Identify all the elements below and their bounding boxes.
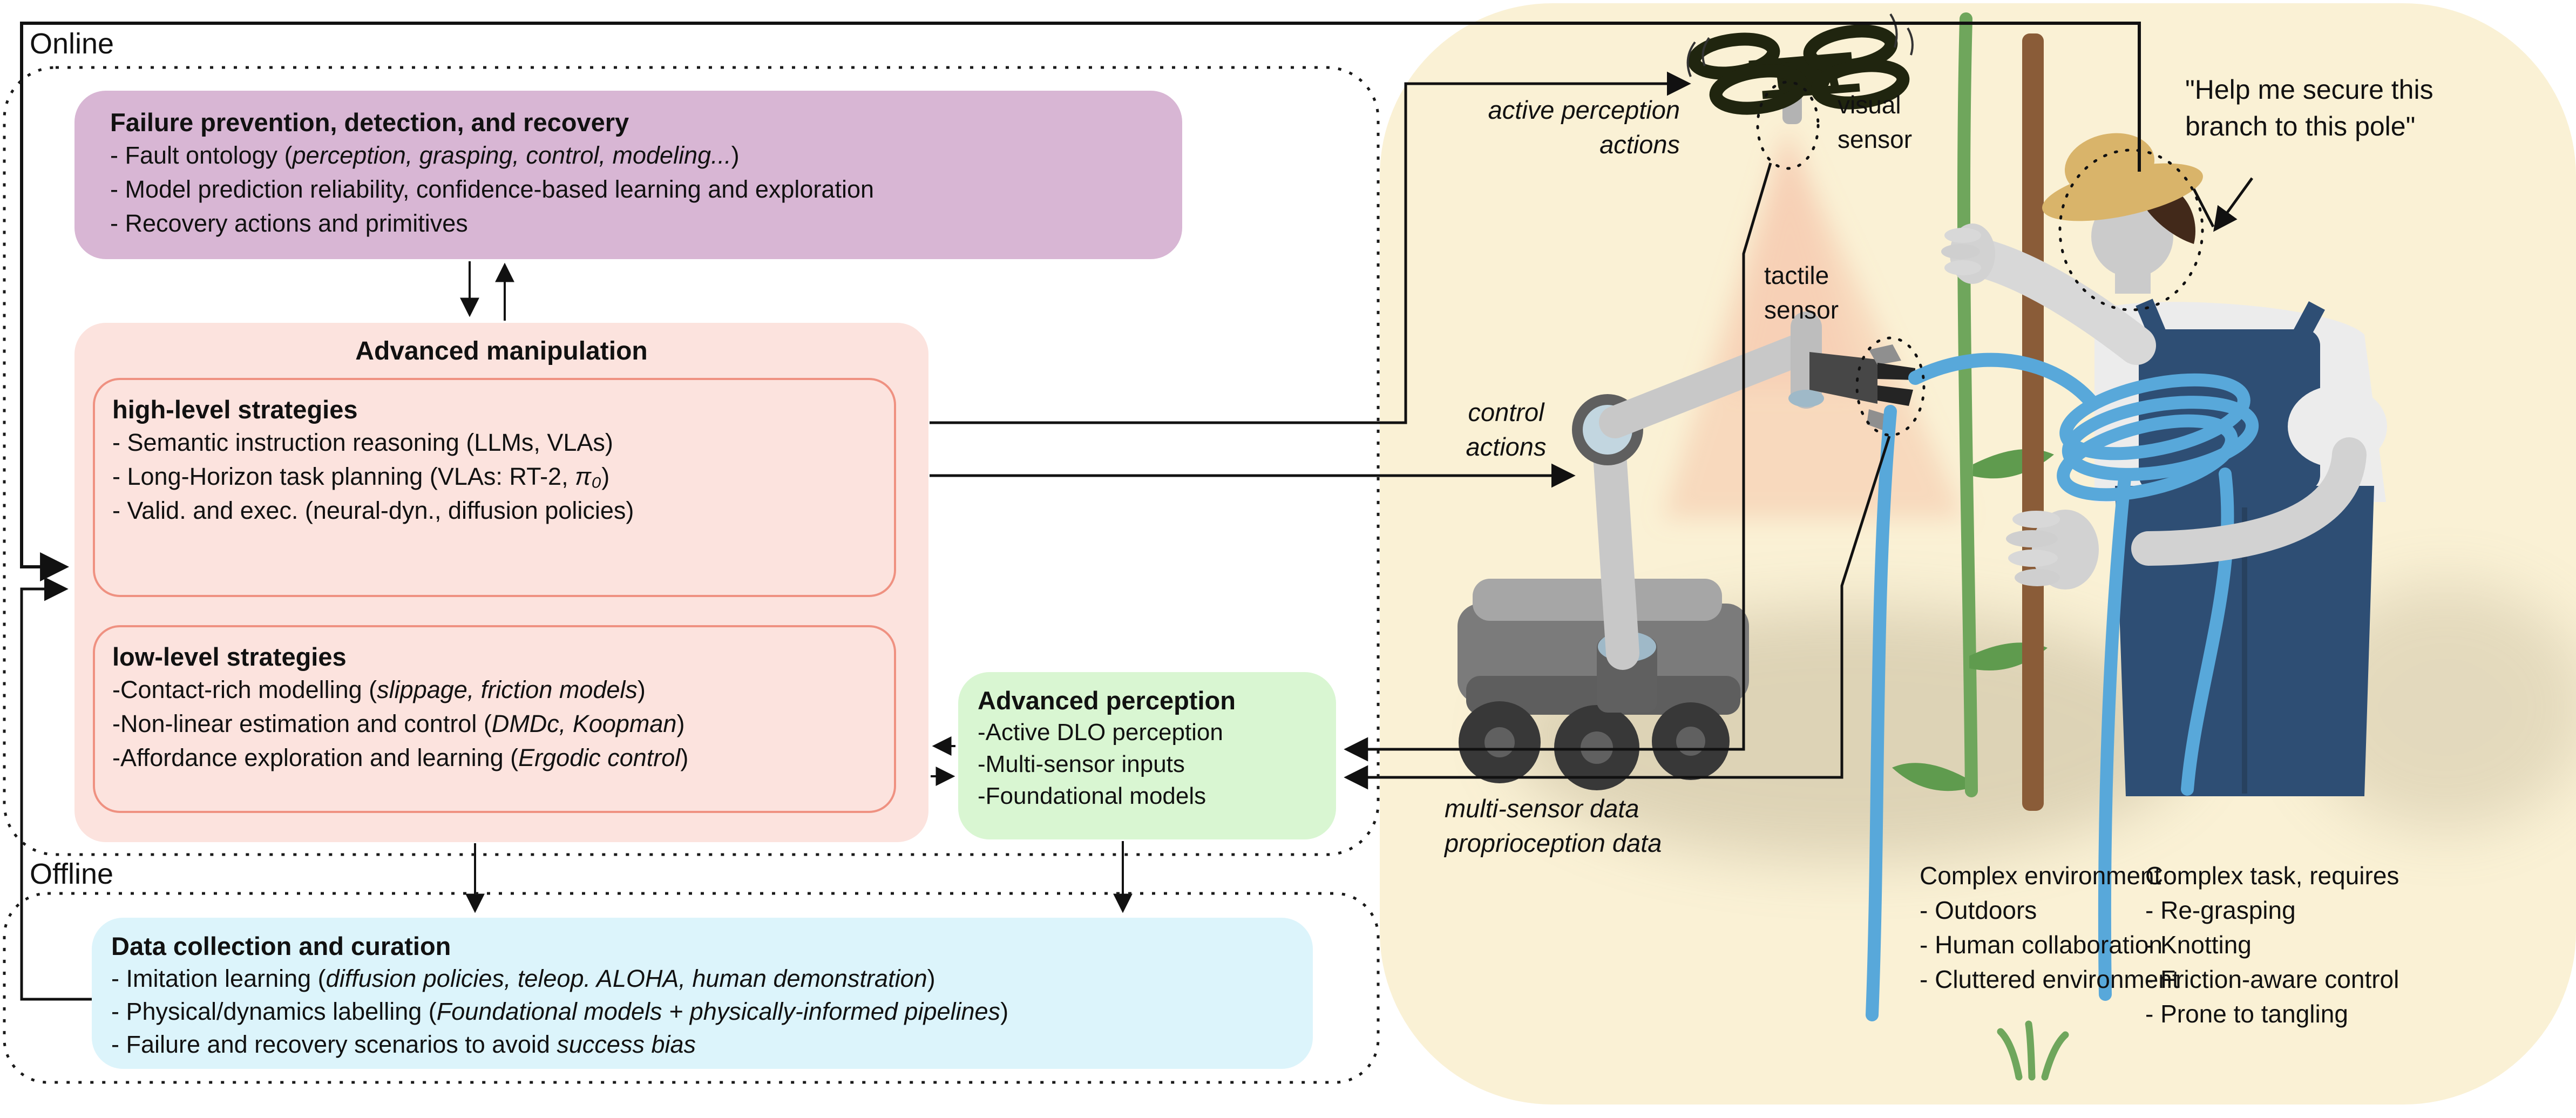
data-collection-box: Data collection and curation - Imitation… bbox=[92, 918, 1313, 1069]
high-level-item: - Semantic instruction reasoning (LLMs, … bbox=[112, 429, 613, 456]
head-circle bbox=[2058, 148, 2204, 311]
high-level-item: - Valid. and exec. (neural-dyn., diffusi… bbox=[112, 497, 634, 524]
environment-list-title: Complex environment bbox=[1920, 862, 2161, 890]
data-collection-item: - Failure and recovery scenarios to avoi… bbox=[111, 1031, 696, 1058]
multi-sensor-label: multi-sensor data proprioception data bbox=[1445, 794, 1662, 857]
low-level-item: -Contact-rich modelling (slippage, frict… bbox=[112, 676, 646, 703]
perception-box: Advanced perception -Active DLO percepti… bbox=[958, 672, 1336, 839]
data-collection-title: Data collection and curation bbox=[111, 932, 451, 960]
tactile-sensor-circle bbox=[1855, 336, 1926, 437]
perception-item: -Active DLO perception bbox=[978, 719, 1223, 746]
grass-icon bbox=[1997, 1020, 2069, 1081]
arrow-speech-pointer bbox=[2213, 177, 2254, 232]
connector-visual-data bbox=[1344, 162, 1772, 762]
rope-icon bbox=[1866, 353, 2259, 1021]
failure-item: - Fault ontology (perception, grasping, … bbox=[110, 141, 740, 169]
pole-icon bbox=[2022, 33, 2044, 811]
high-level-box: high-level strategies - Semantic instruc… bbox=[93, 378, 896, 597]
data-collection-item: - Imitation learning (diffusion policies… bbox=[111, 965, 936, 992]
environment-item: - Cluttered environment bbox=[1920, 965, 2179, 993]
manipulation-box-title: Advanced manipulation bbox=[355, 337, 648, 365]
robot-arm-icon bbox=[1572, 311, 1915, 713]
offline-dashed-border bbox=[3, 892, 1380, 1084]
speech-text: "Help me secure this branch to this pole… bbox=[2185, 74, 2433, 141]
control-actions-label: control actions bbox=[1466, 398, 1547, 461]
arrow-speech-pointer-2 bbox=[2192, 188, 2215, 228]
connector-offline-feedback bbox=[20, 577, 94, 1001]
perception-item: -Foundational models bbox=[978, 783, 1206, 809]
low-level-box: low-level strategies -Contact-rich model… bbox=[93, 625, 896, 813]
low-level-title: low-level strategies bbox=[112, 642, 347, 671]
offline-section-label: Offline bbox=[30, 858, 114, 890]
task-item: - Prone to tangling bbox=[2145, 1000, 2348, 1028]
task-list: Complex task, requires - Re-grasping - K… bbox=[2145, 858, 2399, 1031]
person-lower-arm bbox=[2006, 437, 2367, 590]
online-section-label: Online bbox=[30, 28, 114, 60]
data-collection-item: - Physical/dynamics labelling (Foundatio… bbox=[111, 998, 1009, 1025]
arrow-active-perception bbox=[930, 71, 1691, 424]
environment-item: - Outdoors bbox=[1920, 896, 2037, 924]
visual-sensor-label: visual sensor bbox=[1838, 91, 1913, 153]
drone-icon bbox=[1686, 13, 1914, 124]
visual-sensor-circle bbox=[1756, 80, 1820, 170]
task-list-title: Complex task, requires bbox=[2145, 862, 2399, 890]
failure-box-title: Failure prevention, detection, and recov… bbox=[110, 108, 629, 137]
failure-item: - Model prediction reliability, confiden… bbox=[110, 175, 874, 203]
failure-box: Failure prevention, detection, and recov… bbox=[74, 91, 1182, 259]
high-level-title: high-level strategies bbox=[112, 395, 358, 424]
active-perception-label: active perception actions bbox=[1488, 96, 1680, 159]
failure-item: - Recovery actions and primitives bbox=[110, 209, 468, 237]
high-level-item: - Long-Horizon task planning (VLAs: RT-2… bbox=[112, 463, 610, 490]
environment-list: Complex environment - Outdoors - Human c… bbox=[1920, 858, 2179, 997]
task-item: - Re-grasping bbox=[2145, 896, 2296, 924]
connector-instruction-bus bbox=[20, 22, 2141, 581]
perception-box-title: Advanced perception bbox=[978, 686, 1236, 715]
task-item: - Friction-aware control bbox=[2145, 965, 2399, 993]
low-level-item: -Non-linear estimation and control (DMDc… bbox=[112, 710, 685, 737]
low-level-item: -Affordance exploration and learning (Er… bbox=[112, 744, 689, 771]
connector-tactile-data bbox=[1344, 436, 1891, 790]
tactile-sensor-label: tactile sensor bbox=[1764, 261, 1839, 324]
perception-item: -Multi-sensor inputs bbox=[978, 751, 1185, 777]
environment-item: - Human collaboration bbox=[1920, 931, 2163, 959]
task-item: - Knotting bbox=[2145, 931, 2252, 959]
illustration-background bbox=[1380, 3, 2576, 1105]
